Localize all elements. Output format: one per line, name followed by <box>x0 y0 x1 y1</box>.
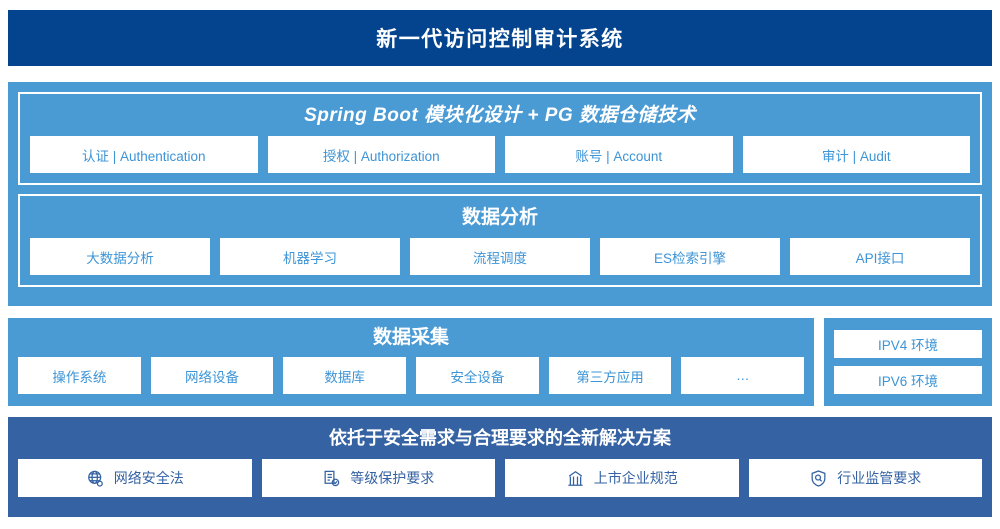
analytics-group: 数据分析 大数据分析 机器学习 流程调度 ES检索引擎 API接口 <box>18 194 982 287</box>
platform-module-authorization[interactable]: 授权 | Authorization <box>267 136 495 173</box>
analytics-module-bigdata[interactable]: 大数据分析 <box>30 238 210 275</box>
analytics-group-title: 数据分析 <box>461 207 538 228</box>
page-title: 新一代访问控制审计系统 <box>376 28 624 51</box>
collection-row: 数据采集 操作系统 网络设备 数据库 安全设备 第三方应用 … IPV4 环境 … <box>8 318 992 406</box>
platform-group-title: Spring Boot 模块化设计 + PG 数据仓储技术 <box>304 105 696 126</box>
platform-analytics-panel: Spring Boot 模块化设计 + PG 数据仓储技术 认证 | Authe… <box>8 82 992 306</box>
environment-ipv4[interactable]: IPV4 环境 <box>834 330 982 358</box>
document-check-icon <box>322 469 341 488</box>
analytics-module-workflow-scheduling[interactable]: 流程调度 <box>410 238 590 275</box>
compliance-item-label: 等级保护要求 <box>350 470 435 486</box>
platform-module-audit[interactable]: 审计 | Audit <box>742 136 970 173</box>
collection-source-operating-system[interactable]: 操作系统 <box>18 357 141 394</box>
compliance-item-cybersecurity-law[interactable]: 网络安全法 <box>18 459 252 497</box>
collection-panel: 数据采集 操作系统 网络设备 数据库 安全设备 第三方应用 … <box>8 318 814 406</box>
compliance-item-row: 网络安全法 等级保护要求 <box>18 459 982 497</box>
analytics-module-api[interactable]: API接口 <box>790 238 970 275</box>
platform-module-row: 认证 | Authentication 授权 | Authorization 账… <box>30 136 970 173</box>
compliance-item-label: 网络安全法 <box>113 470 184 486</box>
collection-source-row: 操作系统 网络设备 数据库 安全设备 第三方应用 … <box>18 357 805 394</box>
compliance-item-industry-regulation[interactable]: 行业监管要求 <box>748 459 982 497</box>
platform-module-account[interactable]: 账号 | Account <box>505 136 733 173</box>
collection-source-database[interactable]: 数据库 <box>283 357 407 394</box>
compliance-title: 依托于安全需求与合理要求的全新解决方案 <box>329 428 671 448</box>
collection-source-third-party-app[interactable]: 第三方应用 <box>548 357 672 394</box>
globe-network-icon <box>86 469 105 488</box>
platform-module-authentication[interactable]: 认证 | Authentication <box>30 136 258 173</box>
platform-group: Spring Boot 模块化设计 + PG 数据仓储技术 认证 | Authe… <box>18 92 982 185</box>
bank-building-icon <box>566 469 585 488</box>
analytics-module-machine-learning[interactable]: 机器学习 <box>220 238 400 275</box>
compliance-item-label: 上市企业规范 <box>593 470 678 486</box>
compliance-item-listed-enterprise[interactable]: 上市企业规范 <box>505 459 739 497</box>
collection-source-security-device[interactable]: 安全设备 <box>416 357 539 394</box>
compliance-item-grade-protection[interactable]: 等级保护要求 <box>261 459 495 497</box>
page-title-bar: 新一代访问控制审计系统 <box>8 10 992 66</box>
compliance-panel: 依托于安全需求与合理要求的全新解决方案 网络安全法 <box>8 417 992 517</box>
collection-source-network-device[interactable]: 网络设备 <box>150 357 274 394</box>
compliance-item-label: 行业监管要求 <box>837 470 922 486</box>
analytics-module-es-search[interactable]: ES检索引擎 <box>600 238 780 275</box>
collection-source-more[interactable]: … <box>681 357 805 394</box>
environment-panel: IPV4 环境 IPV6 环境 <box>824 318 992 406</box>
analytics-module-row: 大数据分析 机器学习 流程调度 ES检索引擎 API接口 <box>30 238 970 275</box>
shield-search-icon <box>809 469 828 488</box>
environment-ipv6[interactable]: IPV6 环境 <box>834 366 982 394</box>
collection-title: 数据采集 <box>372 327 449 348</box>
